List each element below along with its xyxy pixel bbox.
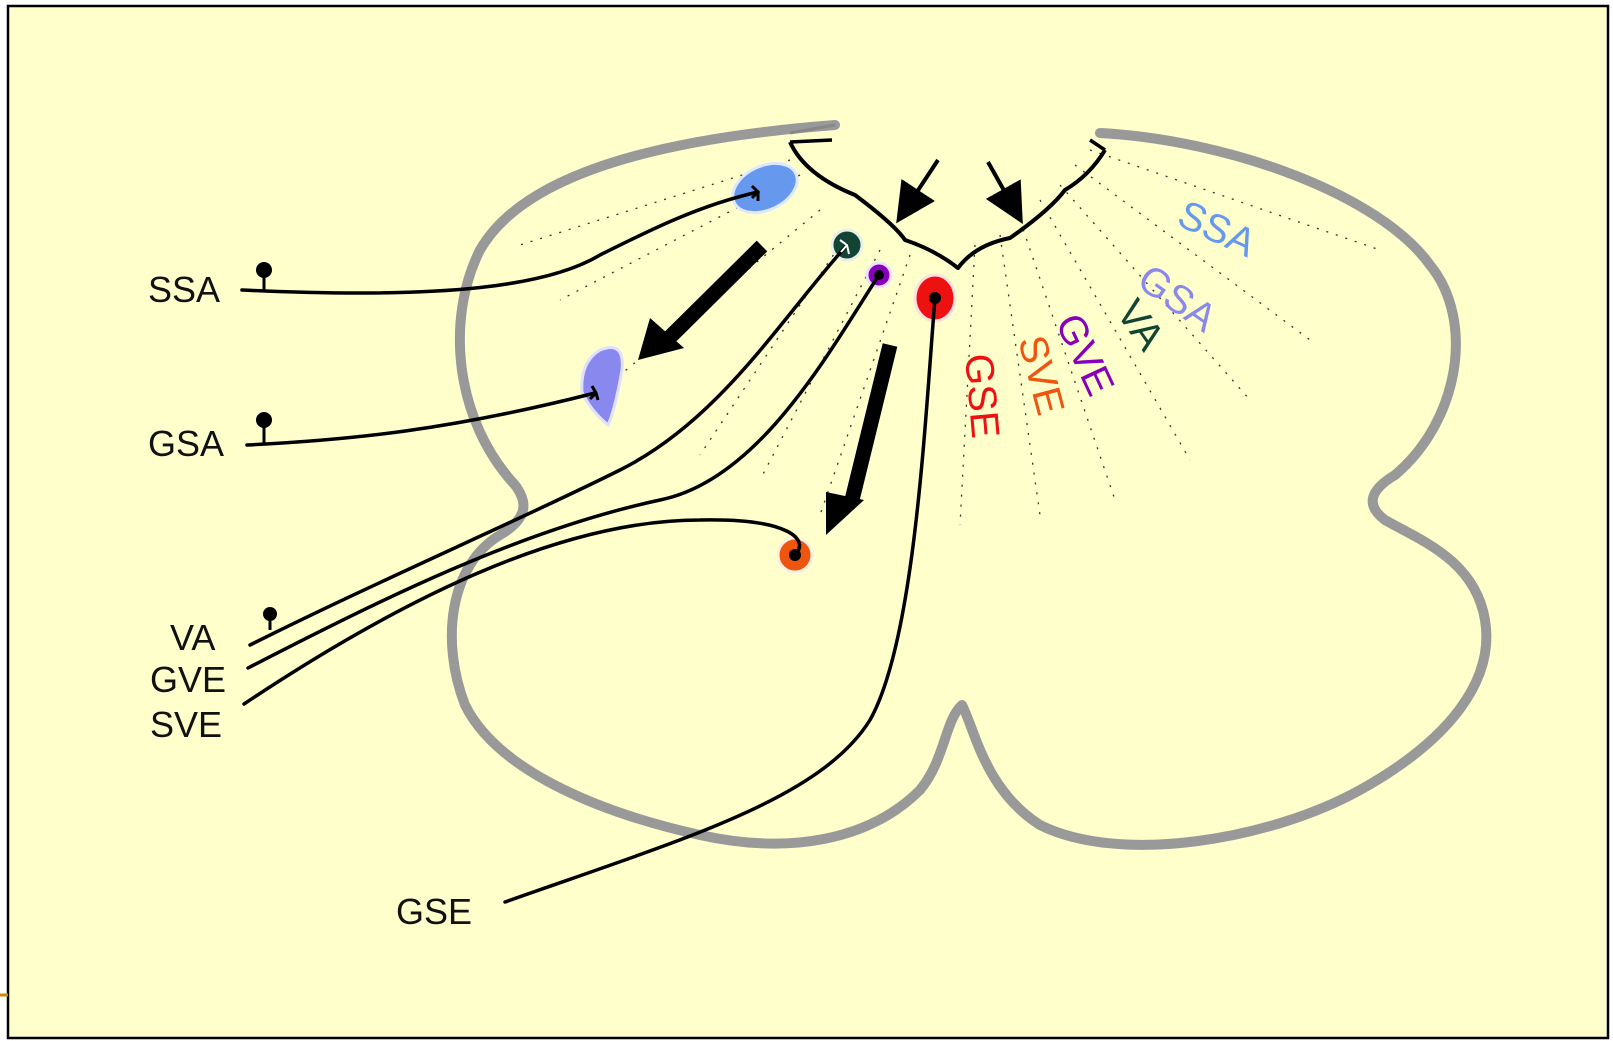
sve-label: SVE xyxy=(150,704,222,745)
gsa-nucleus xyxy=(580,346,624,428)
gsa-terminal xyxy=(588,385,600,401)
va-fiber xyxy=(248,243,849,647)
gsa-label: GSA xyxy=(148,423,224,464)
sulcus-edge-left xyxy=(789,123,836,135)
cord-outline xyxy=(446,120,1492,850)
background xyxy=(6,4,1610,1040)
ganglion-icon xyxy=(263,607,277,630)
arrow-large-icon xyxy=(638,240,768,360)
va-label: VA xyxy=(170,617,215,658)
dorsal-root-entry-left xyxy=(789,138,833,144)
dorsal-root-entry-right xyxy=(1089,138,1106,152)
gve-terminal xyxy=(874,270,884,280)
arrow-small-icon xyxy=(896,158,940,224)
dorsal-surface xyxy=(788,141,1107,270)
ssa-terminal xyxy=(750,184,761,201)
ssa-nucleus xyxy=(731,161,799,215)
column-label-gse: GSE xyxy=(956,352,1007,440)
va-terminal xyxy=(839,239,850,255)
gve-fiber xyxy=(246,273,881,670)
gse-fiber xyxy=(503,296,937,904)
ganglion-icon xyxy=(256,412,272,444)
sve-terminal xyxy=(789,549,801,561)
gse-label: GSE xyxy=(396,891,472,932)
gse-terminal xyxy=(929,292,941,304)
arrow-large-icon xyxy=(826,343,898,535)
arrow-small-icon xyxy=(985,161,1023,224)
ssa-fiber xyxy=(240,190,760,295)
gsa-fiber xyxy=(245,391,597,447)
sve-fiber xyxy=(242,518,802,706)
gve-label: GVE xyxy=(150,659,226,700)
radial-lines xyxy=(519,149,1381,526)
ssa-label: SSA xyxy=(148,269,220,310)
ganglion-icon xyxy=(256,262,272,290)
